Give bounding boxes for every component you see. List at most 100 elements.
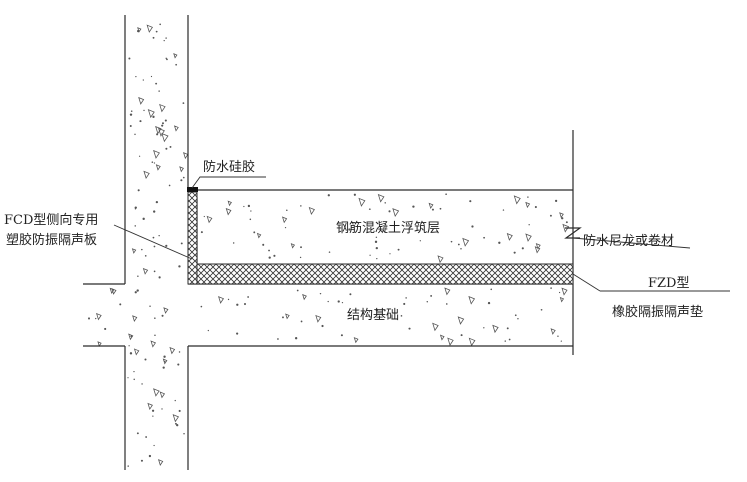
leader-lines [113, 176, 730, 292]
aggregate-dot [431, 208, 434, 211]
aggregate-dot [165, 244, 168, 247]
aggregate-dot [540, 308, 543, 311]
aggregate-triangle [162, 358, 168, 365]
aggregate-dot [513, 251, 516, 254]
aggregate-dot [369, 316, 371, 318]
aggregate-dot [148, 454, 152, 458]
aggregate-triangle [225, 207, 232, 216]
aggregate-dot [284, 227, 287, 229]
aggregate-dot [389, 253, 391, 255]
aggregate-triangle [159, 103, 166, 113]
aggregate-dot [129, 352, 133, 355]
aggregate-dot [164, 360, 166, 363]
aggregate-dot [127, 377, 129, 379]
aggregate-dot [176, 424, 179, 427]
aggregate-dot [247, 296, 250, 298]
aggregate-triangle [150, 340, 157, 348]
aggregate-dot [152, 415, 154, 417]
aggregate-triangle [132, 315, 138, 322]
aggregate-dot [130, 335, 133, 338]
aggregate-dot [376, 257, 378, 260]
aggregate-dot [182, 176, 185, 179]
aggregate-dot [348, 228, 351, 231]
aggregate-dot [490, 288, 493, 291]
aggregate-dot [158, 234, 160, 237]
aggregate-dot [145, 436, 148, 438]
aggregate-triangle [146, 24, 154, 33]
aggregate-dot [528, 224, 530, 226]
aggregate-dot [153, 162, 156, 164]
aggregate-dot [87, 317, 91, 320]
aggregate-dot [375, 308, 378, 312]
aggregate-triangle [153, 388, 160, 397]
aggregate-triangle [392, 208, 400, 217]
aggregate-dot [142, 79, 144, 81]
wall-outline [124, 15, 189, 470]
concrete-aggregate-texture [87, 23, 570, 467]
aggregate-triangle [281, 216, 288, 224]
aggregate-dot [141, 383, 143, 385]
aggregate-dot [155, 200, 159, 204]
aggregate-dot [327, 194, 330, 197]
aggregate-dot [243, 205, 245, 208]
aggregate-dot [150, 75, 153, 78]
aggregate-triangle [377, 193, 385, 203]
aggregate-dot [527, 196, 529, 198]
aggregate-dot [104, 327, 107, 331]
label-pad-line2: 橡胶隔振隔声垫 [612, 304, 703, 320]
aggregate-dot [534, 205, 537, 209]
aggregate-dot [471, 225, 474, 228]
aggregate-dot [128, 345, 130, 347]
aggregate-triangle [95, 312, 102, 321]
aggregate-triangle [535, 243, 541, 250]
aggregate-dot [134, 291, 137, 294]
aggregate-dot [375, 246, 378, 250]
aggregate-dot [483, 327, 485, 329]
aggregate-dot [353, 229, 355, 231]
aggregate-triangle [169, 346, 176, 355]
aggregate-dot [340, 334, 343, 337]
aggregate-triangle [561, 287, 568, 296]
aggregate-dot [247, 204, 251, 208]
aggregate-dot [337, 300, 340, 303]
aggregate-dot [368, 311, 371, 313]
aggregate-triangle [506, 232, 513, 241]
aggregate-dot [129, 113, 133, 116]
aggregate-dot [521, 247, 524, 250]
aggregate-dot [164, 119, 167, 122]
aggregate-dot [445, 193, 447, 196]
aggregate-dot [158, 276, 161, 279]
label-floating-layer: 钢筋混凝土浮筑层 [336, 220, 440, 236]
aggregate-dot [152, 115, 155, 118]
aggregate-dot [127, 465, 129, 467]
aggregate-dot [277, 338, 279, 340]
aggregate-dot [565, 221, 568, 224]
aggregate-triangle [153, 149, 160, 159]
aggregate-dot [341, 302, 344, 304]
aggregate-dot [243, 303, 247, 306]
aggregate-dot [153, 245, 156, 248]
aggregate-dot [133, 370, 135, 373]
aggregate-triangle [155, 164, 161, 171]
aggregate-dot [328, 251, 331, 253]
aggregate-dot [397, 248, 400, 251]
aggregate-dot [174, 399, 176, 402]
aggregate-dot [155, 30, 158, 33]
aggregate-dot [321, 324, 324, 328]
aggregate-dot [151, 161, 154, 163]
aggregate-dot [165, 57, 167, 60]
aggregate-dot [134, 225, 137, 227]
aggregate-dot [460, 247, 462, 250]
aggregate-dot [517, 318, 519, 320]
concrete-regions [83, 15, 573, 475]
aggregate-dot [165, 37, 167, 39]
aggregate-dot [374, 240, 378, 244]
aggregate-dot [327, 300, 329, 303]
aggregate-dot [152, 36, 155, 39]
aggregate-dot [137, 189, 140, 192]
aggregate-triangle [227, 200, 232, 207]
aggregate-triangle [147, 109, 155, 119]
aggregate-triangle [138, 96, 145, 105]
aggregate-triangle [158, 459, 164, 466]
